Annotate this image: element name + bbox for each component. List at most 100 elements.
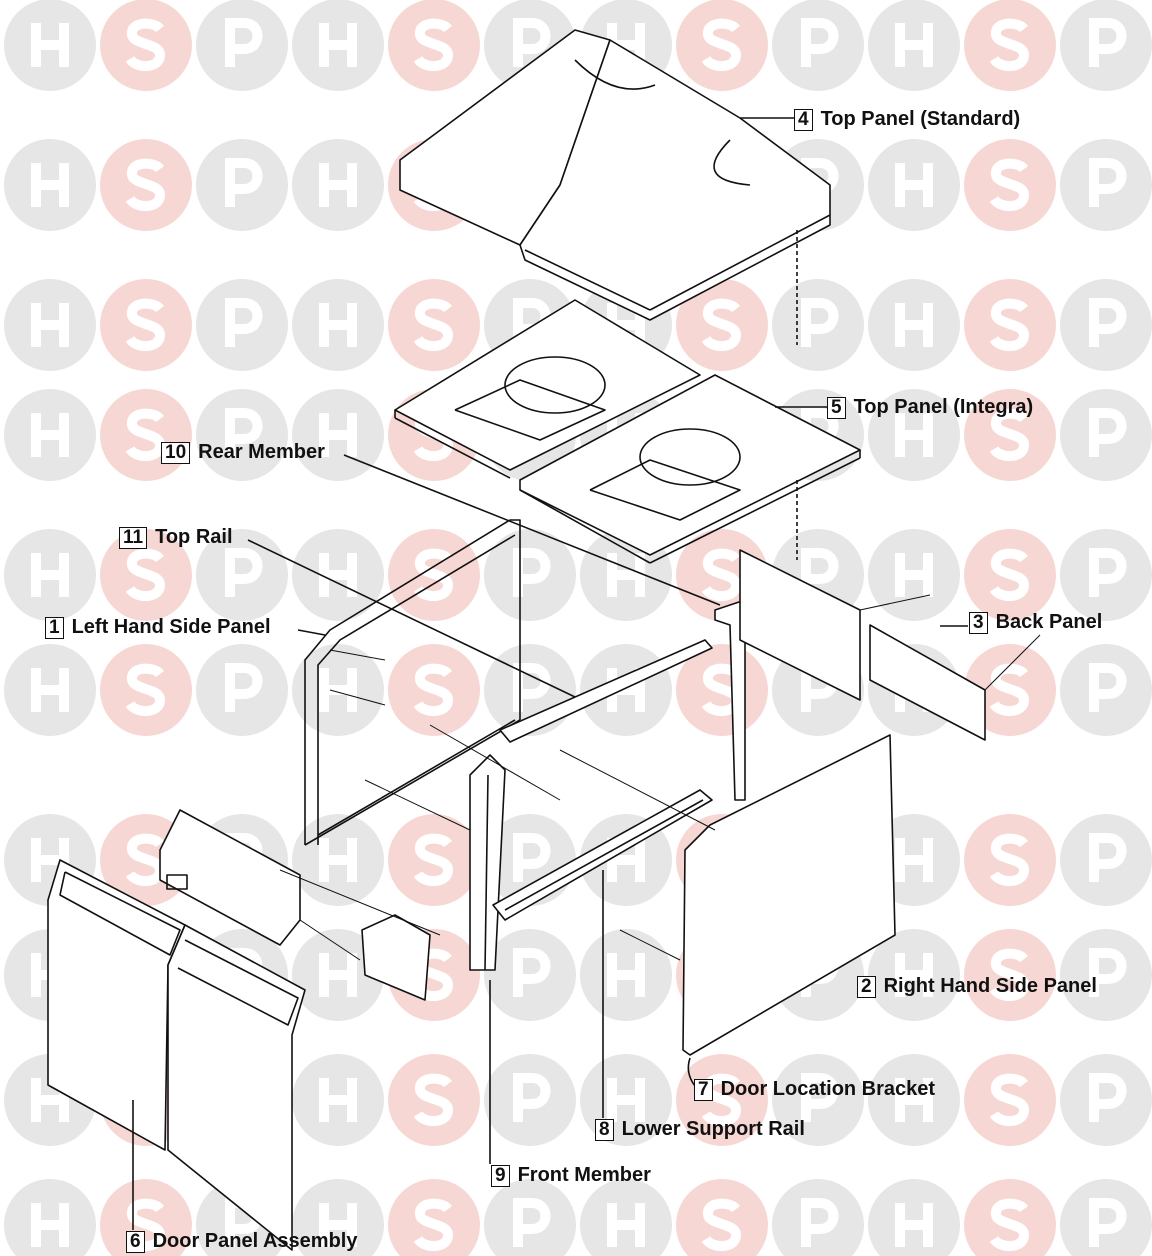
watermark-mark — [868, 139, 960, 231]
watermark-mark — [484, 1054, 576, 1146]
watermark-mark — [100, 0, 192, 91]
watermark-mark — [1060, 814, 1152, 906]
watermark-letter-glyph — [513, 948, 551, 997]
watermark-mark — [580, 1179, 672, 1256]
watermark-mark — [388, 1179, 480, 1256]
watermark-mark — [964, 139, 1056, 231]
watermark-letter-glyph — [1089, 408, 1127, 457]
watermark-letter-glyph — [1089, 948, 1127, 997]
watermark-letter-glyph — [701, 18, 742, 71]
watermark-letter-glyph — [413, 548, 454, 601]
watermark-mark — [388, 279, 480, 371]
watermark-letter-glyph — [31, 163, 69, 207]
watermark-letter-glyph — [989, 948, 1030, 1001]
watermark-mark — [964, 389, 1056, 481]
callout-number: 6 — [126, 1230, 145, 1253]
watermark-letter-glyph — [125, 408, 166, 461]
part-front-member — [469, 754, 506, 971]
watermark-mark — [772, 1054, 864, 1146]
watermark-mark — [676, 0, 768, 91]
watermark-letter-glyph — [801, 298, 839, 347]
watermark-mark — [1060, 139, 1152, 231]
watermark-mark — [1060, 1179, 1152, 1256]
watermark-mark — [292, 529, 384, 621]
watermark-letter-glyph — [989, 298, 1030, 351]
watermark-letter-glyph — [319, 163, 357, 207]
watermark-letter-glyph — [31, 413, 69, 457]
watermark-letter-glyph — [225, 18, 263, 67]
watermark-mark — [868, 1054, 960, 1146]
watermark-letter-glyph — [125, 663, 166, 716]
watermark-mark — [4, 139, 96, 231]
watermark-letter-glyph — [319, 413, 357, 457]
watermark-mark — [4, 529, 96, 621]
watermark-letter-glyph — [989, 18, 1030, 71]
watermark-letter-glyph — [319, 23, 357, 67]
watermark-mark — [772, 279, 864, 371]
watermark-letter-glyph — [225, 158, 263, 207]
watermark-mark — [964, 1179, 1056, 1256]
watermark-letter-glyph — [513, 663, 551, 712]
watermark-letter-glyph — [895, 1078, 933, 1122]
watermark-letter-glyph — [319, 1078, 357, 1122]
watermark-letter-glyph — [895, 1203, 933, 1247]
watermark-mark — [100, 529, 192, 621]
watermark-mark — [964, 1054, 1056, 1146]
watermark-mark — [964, 279, 1056, 371]
watermark-letter-glyph — [989, 408, 1030, 461]
part-top-rail — [499, 599, 746, 801]
callout-number: 3 — [969, 611, 988, 634]
watermark-mark — [964, 0, 1056, 91]
watermark-letter-glyph — [1089, 18, 1127, 67]
callout-number: 10 — [161, 441, 191, 464]
callout-text: Top Rail — [155, 526, 233, 548]
watermark-mark — [4, 389, 96, 481]
watermark-mark — [196, 644, 288, 736]
watermark-letter-glyph — [31, 553, 69, 597]
callout-text: Top Panel (Standard) — [820, 108, 1021, 130]
callout-number: 7 — [694, 1078, 713, 1101]
watermark-letter-glyph — [895, 303, 933, 347]
watermark-letter-glyph — [895, 23, 933, 67]
watermark-letter-glyph — [125, 833, 166, 886]
part-control-box — [159, 809, 431, 1001]
watermark-letter-glyph — [319, 303, 357, 347]
watermark-letter-glyph — [125, 548, 166, 601]
watermark-mark — [100, 139, 192, 231]
watermark-mark — [292, 139, 384, 231]
watermark-letter-glyph — [31, 1203, 69, 1247]
watermark-mark — [196, 0, 288, 91]
watermark-mark — [292, 0, 384, 91]
watermark-mark — [868, 279, 960, 371]
watermark-mark — [868, 929, 960, 1021]
callout-number: 2 — [857, 975, 876, 998]
watermark-letter-glyph — [513, 548, 551, 597]
watermark-mark — [4, 644, 96, 736]
watermark-letter-glyph — [413, 833, 454, 886]
watermark-letter-glyph — [413, 663, 454, 716]
callout-text: Top Panel (Integra) — [853, 396, 1034, 418]
watermark-mark — [868, 529, 960, 621]
watermark-mark — [292, 279, 384, 371]
part-door-panel-assembly — [47, 859, 306, 1251]
watermark-mark — [676, 1179, 768, 1256]
watermark-letter-glyph — [513, 18, 551, 67]
watermark-mark — [292, 644, 384, 736]
watermark-mark — [196, 529, 288, 621]
watermark-mark — [100, 644, 192, 736]
watermark-mark — [484, 529, 576, 621]
watermark-mark — [292, 814, 384, 906]
callout-text: Door Panel Assembly — [152, 1230, 358, 1252]
label-top-panel-integra: 5 Top Panel (Integra) — [827, 396, 1033, 419]
callout-number: 5 — [827, 396, 846, 419]
watermark-letter-glyph — [1089, 1073, 1127, 1122]
callout-number: 9 — [491, 1164, 510, 1187]
watermark-letter-glyph — [607, 953, 645, 997]
watermark-letter-glyph — [413, 18, 454, 71]
watermark-letter-glyph — [31, 23, 69, 67]
watermark-mark — [772, 0, 864, 91]
